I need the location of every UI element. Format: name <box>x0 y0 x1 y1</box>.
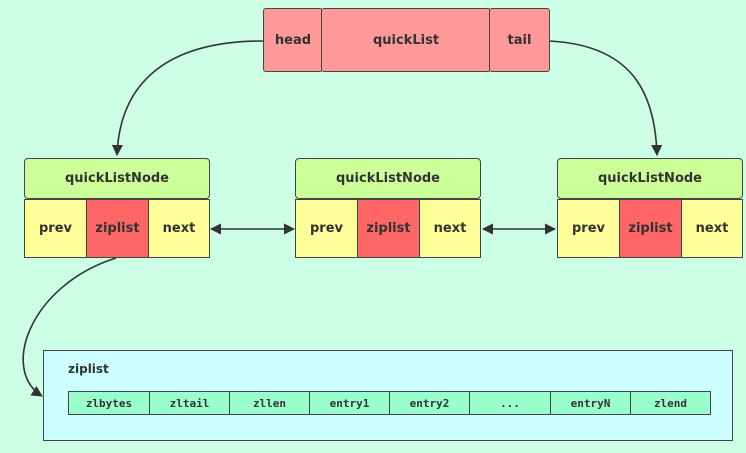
node-3-prev-cell: prev <box>557 199 620 258</box>
node-1-prev-label: prev <box>38 221 72 236</box>
node-1-next-cell: next <box>148 199 210 258</box>
node-2-title: quickListNode <box>336 171 440 186</box>
ziplist-field-zlbytes: zlbytes <box>68 391 150 415</box>
ziplist-field-zllen: zllen <box>229 391 310 415</box>
node-1-next-label: next <box>162 221 196 236</box>
node-1-ziplist-cell: ziplist <box>86 199 149 258</box>
ziplist-field-entryN: entryN <box>550 391 631 415</box>
node-2-header: quickListNode <box>295 158 481 199</box>
node-3-title: quickListNode <box>598 171 702 186</box>
ziplist-title: ziplist <box>68 362 109 376</box>
node-2-prev-cell: prev <box>295 199 358 258</box>
quicklist-head-field: head <box>263 8 323 72</box>
node-1-title: quickListNode <box>65 171 169 186</box>
ziplist-field-entry2: entry2 <box>389 391 470 415</box>
ziplist-field-zltail: zltail <box>149 391 230 415</box>
node-2-next-label: next <box>433 221 467 236</box>
node-1-header: quickListNode <box>24 158 210 199</box>
node-2-ziplist-cell: ziplist <box>357 199 420 258</box>
quicklist-title-label: quickList <box>372 32 440 48</box>
node-3-ziplist-cell: ziplist <box>619 199 682 258</box>
node-2-next-cell: next <box>419 199 481 258</box>
node-1-prev-cell: prev <box>24 199 87 258</box>
ziplist-field-entry1: entry1 <box>309 391 390 415</box>
node-3-ziplist-label: ziplist <box>628 221 673 236</box>
quicklist-tail-label: tail <box>507 32 532 48</box>
node-3-prev-label: prev <box>571 221 605 236</box>
quicklist-head-label: head <box>274 32 312 48</box>
head-to-node1-arrow <box>111 40 264 157</box>
node-3-header: quickListNode <box>557 158 743 199</box>
node-3-next-label: next <box>695 221 729 236</box>
node-3-next-cell: next <box>681 199 743 258</box>
quicklist-title-field: quickList <box>321 8 491 72</box>
ziplist-field-zlend: zlend <box>630 391 711 415</box>
node-2-prev-label: prev <box>309 221 343 236</box>
node1-ziplist-arrow <box>22 257 117 397</box>
quicklist-tail-field: tail <box>489 8 550 72</box>
node-1-ziplist-label: ziplist <box>95 221 140 236</box>
tail-to-node3-arrow <box>548 40 663 157</box>
node-2-ziplist-label: ziplist <box>366 221 411 236</box>
ziplist-field-ellipsis: ... <box>469 391 551 415</box>
